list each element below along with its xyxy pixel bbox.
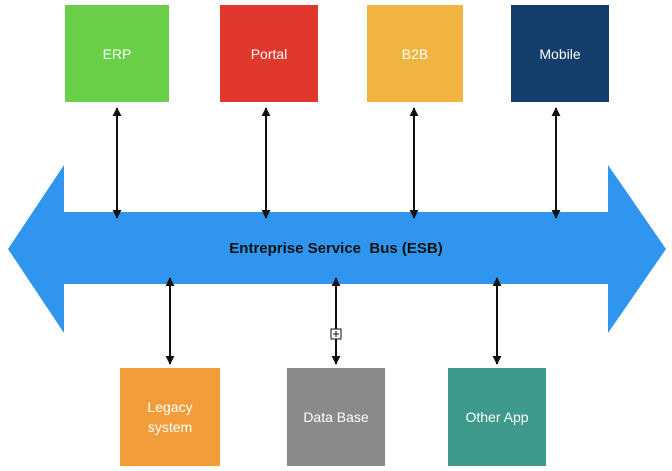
system-label-erp: ERP <box>102 45 132 62</box>
system-label-database: Data Base <box>303 409 369 425</box>
system-label-mobile: Mobile <box>539 45 581 62</box>
system-box-b2b: B2B <box>367 5 463 102</box>
system-label-b2b: B2B <box>401 45 429 62</box>
system-box-other-app: Other App <box>448 368 546 466</box>
system-label-other-app: Other App <box>465 409 529 425</box>
expand-toggle-icon[interactable] <box>330 328 342 340</box>
system-label-portal: Portal <box>250 45 288 62</box>
system-box-mobile: Mobile <box>511 5 609 102</box>
esb-bus-arrow <box>8 165 666 333</box>
system-box-database: Data Base <box>287 368 385 466</box>
system-box-erp: ERP <box>65 5 169 102</box>
system-label-legacy: Legacy system <box>147 399 193 435</box>
system-box-legacy: Legacy system <box>120 368 220 466</box>
system-box-portal: Portal <box>220 5 318 102</box>
bus-label: Entreprise Service Bus (ESB) <box>229 239 443 257</box>
